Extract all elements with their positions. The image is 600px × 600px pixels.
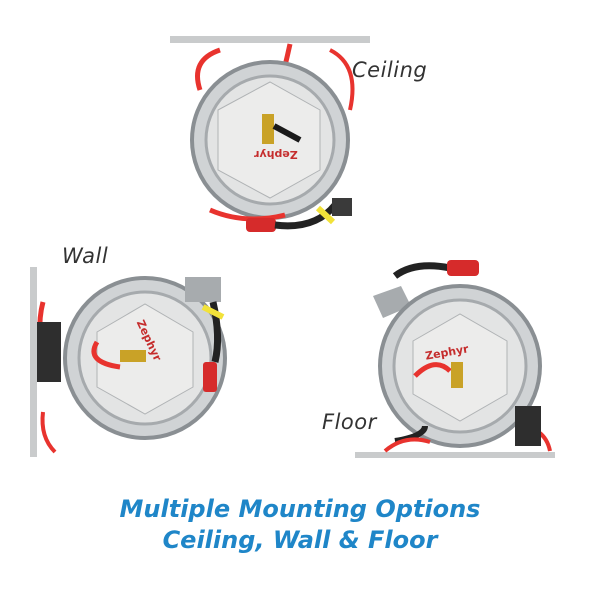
hose-reel-wall-icon [30,267,227,457]
caption-line-1: Multiple Mounting Options [119,495,481,523]
wall-mount-panel: Zephyr [25,262,265,462]
wall-label: Wall [62,244,109,268]
caption-line-2: Ceiling, Wall & Floor [162,526,438,554]
hose-reel-floor-icon [355,260,555,458]
ceiling-label: Ceiling [352,58,428,82]
floor-label: Floor [322,410,377,434]
ceiling-mount-panel: Zephyr [150,30,380,245]
floor-mount-panel: Zephyr [355,256,565,466]
ceiling-brand-text: Zephyr [254,148,298,161]
caption: Multiple Mounting Options Ceiling, Wall … [0,494,600,556]
hose-reel-ceiling-icon [170,36,370,232]
